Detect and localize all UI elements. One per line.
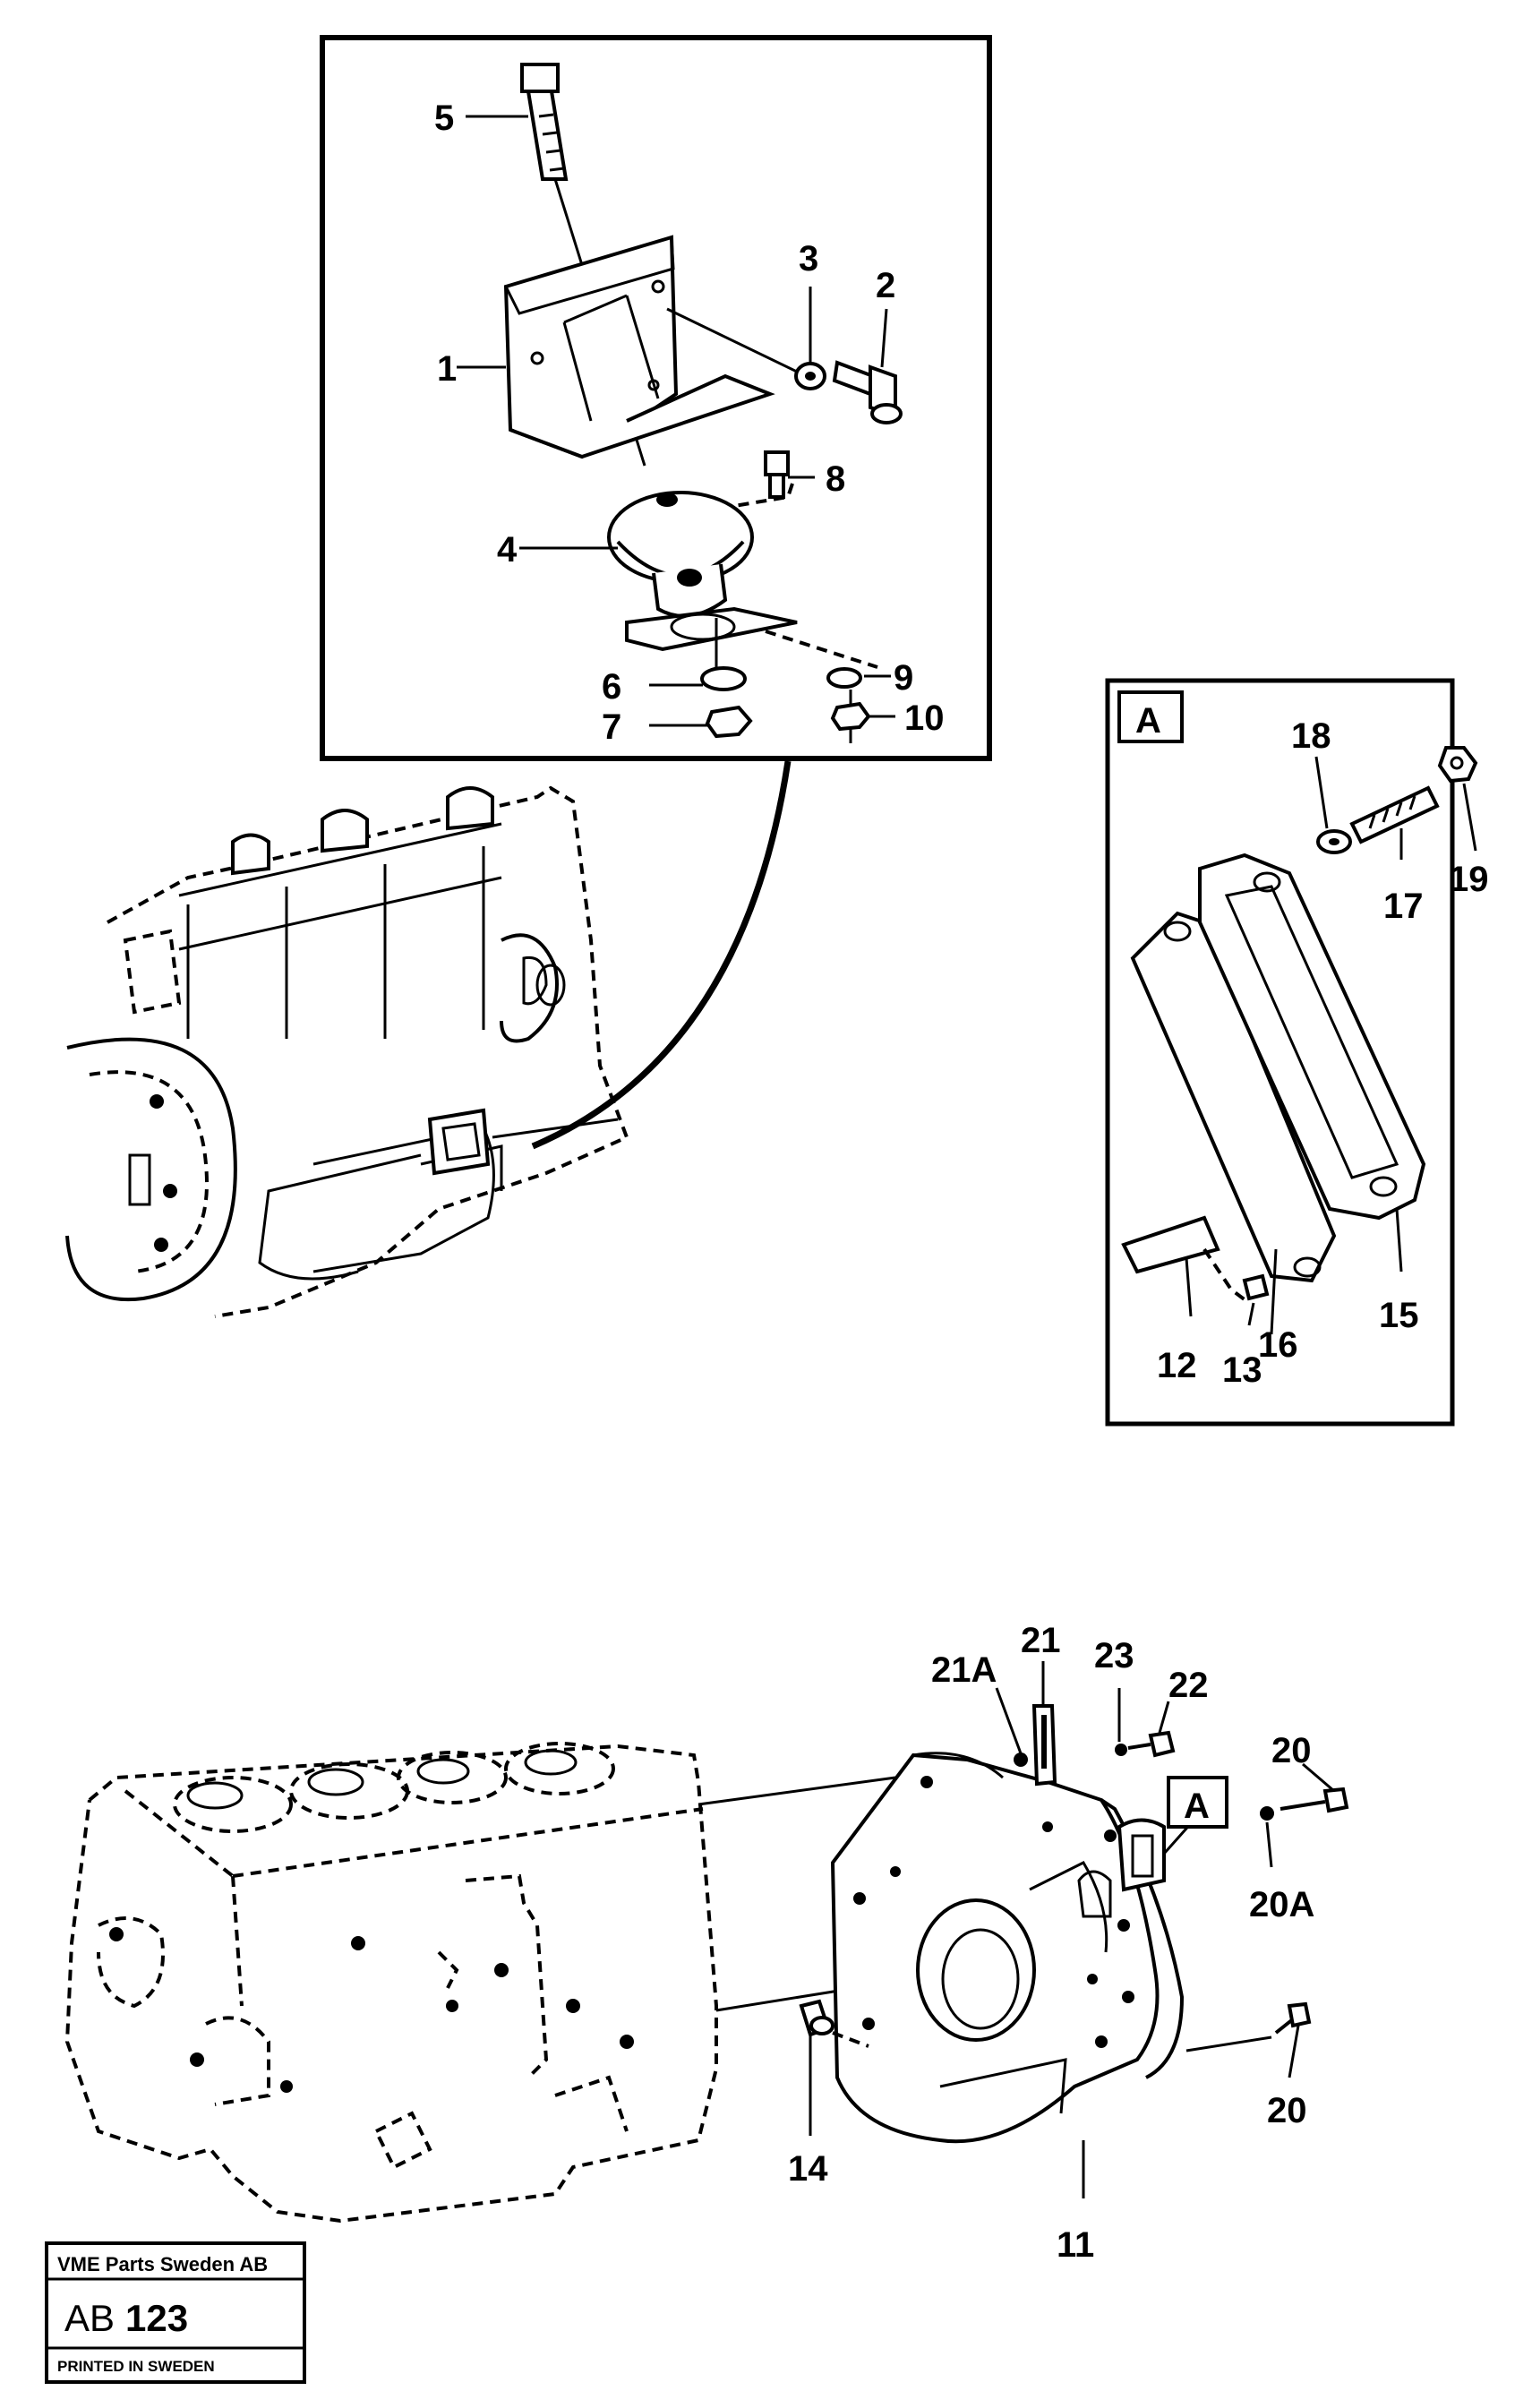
inset-frame bbox=[1105, 678, 1455, 1427]
callout-9: 9 bbox=[894, 658, 913, 698]
plug-14 bbox=[799, 1999, 869, 2048]
callout-6: 6 bbox=[602, 667, 621, 707]
callout-16: 16 bbox=[1258, 1325, 1298, 1365]
nut-10 bbox=[830, 701, 871, 732]
bolt-2 bbox=[832, 360, 903, 424]
callout-20-bottom: 20 bbox=[1267, 2091, 1307, 2130]
callout-8: 8 bbox=[826, 459, 845, 499]
bolt-8 bbox=[733, 450, 794, 508]
engine-mount-detail bbox=[320, 35, 992, 761]
stamp-code-prefix: AB bbox=[64, 2297, 115, 2339]
stud-17 bbox=[1349, 785, 1440, 844]
callout-22: 22 bbox=[1168, 1666, 1209, 1705]
washer-23 bbox=[1115, 1744, 1127, 1756]
callout-17: 17 bbox=[1383, 887, 1424, 926]
callout-19: 19 bbox=[1449, 860, 1489, 899]
callout-13: 13 bbox=[1222, 1350, 1262, 1390]
callout-20-top: 20 bbox=[1271, 1731, 1312, 1770]
cylinder-bore-3 bbox=[397, 1751, 508, 1804]
callout-20A: 20A bbox=[1249, 1885, 1314, 1924]
bracket-1 bbox=[503, 235, 775, 459]
callout-5: 5 bbox=[434, 99, 454, 138]
callout-4: 4 bbox=[497, 530, 518, 570]
callout-10: 10 bbox=[904, 698, 945, 738]
flywheel-tag-a: A bbox=[1184, 1787, 1210, 1826]
callout-1: 1 bbox=[437, 349, 457, 389]
flywheel-tag-box bbox=[1167, 1776, 1228, 1829]
washer-20A bbox=[1260, 1806, 1274, 1821]
cylinder-bore-4 bbox=[504, 1742, 615, 1795]
callout-12: 12 bbox=[1157, 1346, 1197, 1385]
bolt-22 bbox=[1127, 1730, 1176, 1758]
washer-6 bbox=[700, 666, 747, 691]
callout-11: 11 bbox=[1057, 2225, 1094, 2265]
callout-14: 14 bbox=[788, 2149, 828, 2189]
inset-a-detail bbox=[1105, 678, 1478, 1427]
cylinder-bore-1 bbox=[173, 1776, 293, 1833]
callout-18: 18 bbox=[1291, 716, 1331, 756]
inset-tag-a: A bbox=[1135, 701, 1161, 741]
rubber-mount-4 bbox=[607, 491, 754, 618]
stamp-printed: PRINTED IN SWEDEN bbox=[57, 2358, 215, 2375]
bolt-20-top bbox=[1280, 1787, 1349, 1813]
flywheel-housing-11 bbox=[830, 1752, 1272, 2144]
bracket-12 bbox=[1121, 1215, 1220, 1274]
callout-21A: 21A bbox=[931, 1650, 997, 1690]
engine-block bbox=[64, 1742, 718, 2224]
nut-19 bbox=[1437, 746, 1478, 784]
nut-7 bbox=[705, 705, 753, 739]
lifting-eye-21 bbox=[1014, 1704, 1057, 1787]
callout-3: 3 bbox=[799, 239, 818, 279]
callout-21: 21 bbox=[1021, 1621, 1061, 1660]
bolt-20-bottom bbox=[1274, 2001, 1312, 2035]
stamp-company: VME Parts Sweden AB bbox=[57, 2253, 268, 2275]
callout-7: 7 bbox=[602, 707, 621, 747]
guide-line-upper bbox=[698, 1776, 896, 1806]
callout-15: 15 bbox=[1379, 1296, 1419, 1335]
detail-frame bbox=[320, 35, 992, 761]
crankshaft-seal-bore bbox=[916, 1898, 1036, 2042]
callout-2: 2 bbox=[876, 266, 895, 305]
detail-pointer-line bbox=[531, 760, 792, 1150]
stamp-code-number: 123 bbox=[125, 2297, 188, 2339]
washer-9 bbox=[826, 667, 862, 689]
inset-tag-box bbox=[1117, 690, 1184, 743]
engine-outline bbox=[65, 785, 629, 1318]
cooler-15 bbox=[1198, 853, 1426, 1221]
parts-stamp: VME Parts Sweden AB AB 123 PRINTED IN SW… bbox=[45, 2241, 306, 2384]
washer-3 bbox=[666, 307, 826, 390]
bolt-13 bbox=[1242, 1273, 1270, 1301]
callout-23: 23 bbox=[1094, 1636, 1134, 1675]
base-plate bbox=[625, 606, 878, 743]
